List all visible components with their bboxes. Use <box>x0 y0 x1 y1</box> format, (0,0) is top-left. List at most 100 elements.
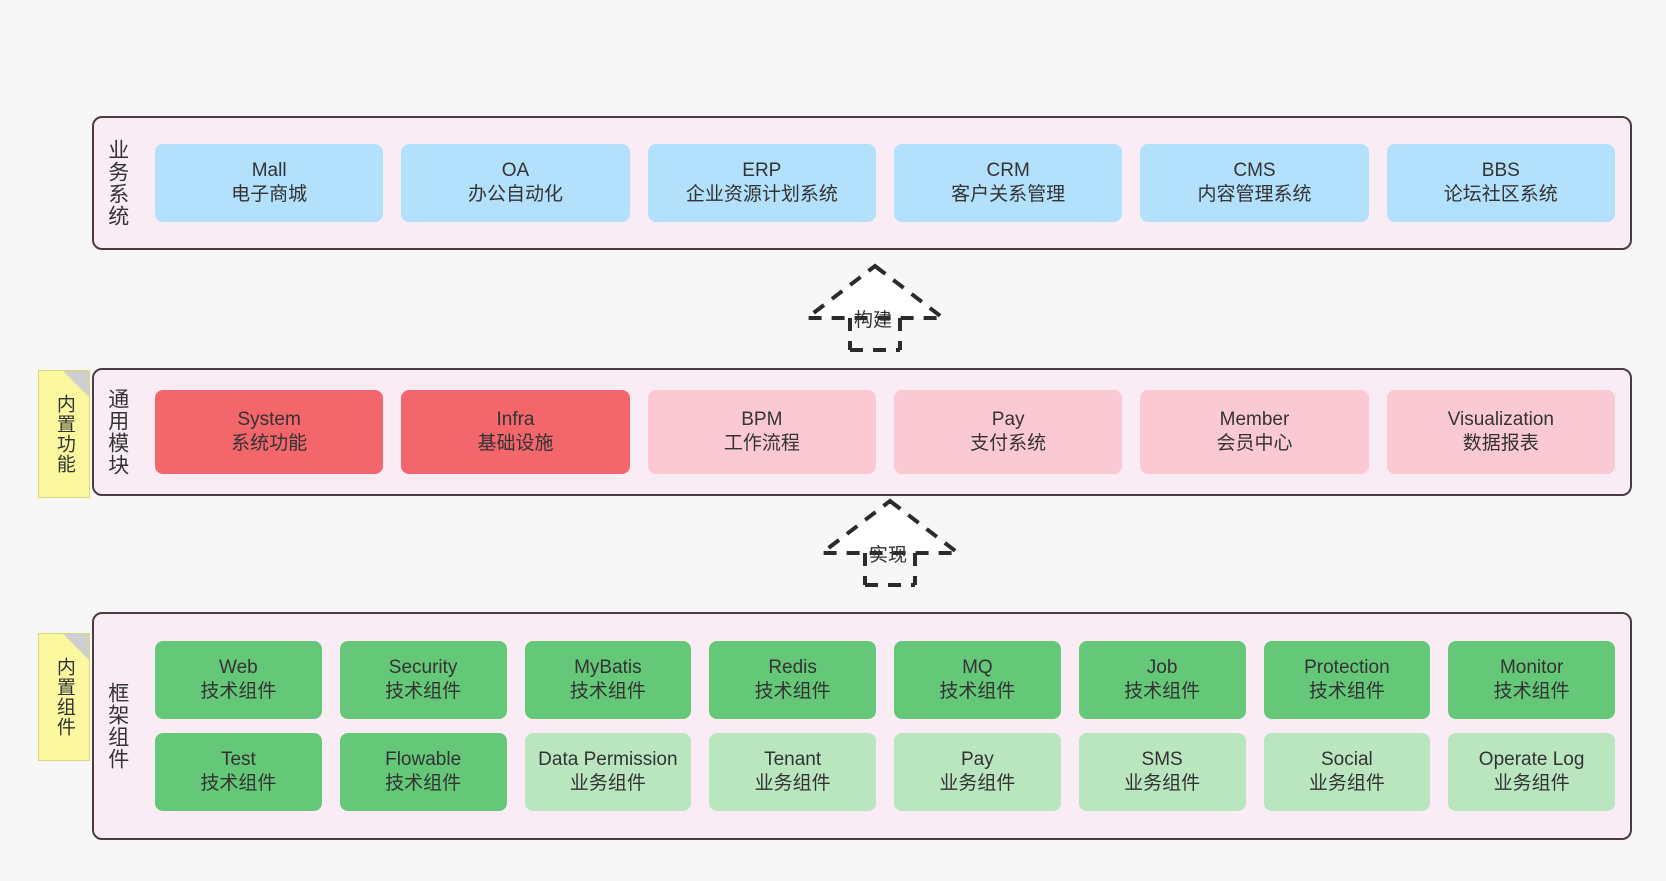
node-title: Social <box>1321 749 1373 771</box>
node-subtitle: 业务组件 <box>939 773 1016 794</box>
node-subtitle: 业务组件 <box>754 773 831 794</box>
node-monitor[interactable]: Monitor 技术组件 <box>1448 641 1615 719</box>
node-member[interactable]: Member 会员中心 <box>1140 390 1369 474</box>
node-infra[interactable]: Infra 基础设施 <box>401 390 630 474</box>
connector-implement-label: 实现 <box>869 545 908 566</box>
node-security[interactable]: Security 技术组件 <box>339 641 507 719</box>
node-title: Job <box>1146 657 1178 679</box>
node-title: Visualization <box>1447 409 1554 431</box>
node-test[interactable]: Test 技术组件 <box>155 733 322 811</box>
node-mq[interactable]: MQ 技术组件 <box>894 641 1061 719</box>
note-builtin-features: 内置功能 <box>38 370 90 498</box>
layer-body-business-systems: Mall 电子商城 OA 办公自动化 ERP 企业资源计划系统 CRM 客户关系… <box>140 118 1630 248</box>
node-title: Flowable <box>385 749 462 771</box>
node-oa[interactable]: OA 办公自动化 <box>401 144 630 222</box>
node-subtitle: 技术组件 <box>939 681 1016 702</box>
node-subtitle: 技术组件 <box>200 773 277 794</box>
node-title: SMS <box>1141 749 1183 771</box>
node-erp[interactable]: ERP 企业资源计划系统 <box>647 144 876 222</box>
note-builtin-components: 内置组件 <box>38 633 90 761</box>
node-protection[interactable]: Protection 技术组件 <box>1263 641 1431 719</box>
node-title: CMS <box>1233 160 1276 182</box>
node-title: Protection <box>1304 657 1390 679</box>
node-title: Pay <box>991 409 1025 431</box>
node-title: MQ <box>962 657 993 679</box>
node-redis[interactable]: Redis 技术组件 <box>709 641 876 719</box>
note-fold-corner-icon <box>63 634 89 660</box>
node-social[interactable]: Social 业务组件 <box>1263 733 1431 811</box>
node-title: Test <box>220 749 256 771</box>
node-subtitle: 会员中心 <box>1216 433 1293 454</box>
node-job[interactable]: Job 技术组件 <box>1078 641 1246 719</box>
node-operate-log[interactable]: Operate Log 业务组件 <box>1448 733 1615 811</box>
node-title: Data Permission <box>538 749 678 771</box>
node-subtitle: 业务组件 <box>569 773 646 794</box>
node-subtitle: 技术组件 <box>1124 681 1201 702</box>
node-title: Redis <box>768 657 817 679</box>
node-subtitle: 基础设施 <box>477 433 554 454</box>
node-flowable[interactable]: Flowable 技术组件 <box>339 733 507 811</box>
node-subtitle: 支付系统 <box>970 433 1047 454</box>
node-subtitle: 客户关系管理 <box>951 184 1066 205</box>
node-title: BBS <box>1481 160 1520 182</box>
arrowhead-triangle <box>816 498 964 555</box>
node-title: ERP <box>742 160 782 182</box>
layer-title-business-systems: 业务系统 <box>105 139 129 227</box>
node-title: Monitor <box>1499 657 1564 679</box>
node-subtitle: 系统功能 <box>231 433 308 454</box>
layer-body-common-modules: System 系统功能 Infra 基础设施 BPM 工作流程 Pay 支付系统… <box>140 370 1630 494</box>
node-subtitle: 数据报表 <box>1462 433 1539 454</box>
node-pay-module[interactable]: Pay 支付系统 <box>893 390 1123 474</box>
node-bpm[interactable]: BPM 工作流程 <box>647 390 876 474</box>
layer-body-framework-components: Web 技术组件 Security 技术组件 MyBatis 技术组件 Redi… <box>140 614 1630 838</box>
node-title: Tenant <box>764 749 822 771</box>
layer-business-systems: 业务系统 Mall 电子商城 OA 办公自动化 ERP 企业资源计划系统 CRM… <box>92 116 1632 250</box>
node-data-permission[interactable]: Data Permission 业务组件 <box>524 733 692 811</box>
node-subtitle: 技术组件 <box>385 681 462 702</box>
node-title: CRM <box>986 160 1030 182</box>
connector-build-label: 构建 <box>854 310 893 331</box>
node-cms[interactable]: CMS 内容管理系统 <box>1140 144 1369 222</box>
layer-common-modules: 通用模块 System 系统功能 Infra 基础设施 BPM 工作流程 Pay… <box>92 368 1632 496</box>
node-title: MyBatis <box>574 657 642 679</box>
node-crm[interactable]: CRM 客户关系管理 <box>893 144 1123 222</box>
node-system[interactable]: System 系统功能 <box>155 390 384 474</box>
node-subtitle: 工作流程 <box>723 433 800 454</box>
layer-title-framework-components: 框架组件 <box>105 682 129 770</box>
node-visualization[interactable]: Visualization 数据报表 <box>1386 390 1615 474</box>
node-subtitle: 论坛社区系统 <box>1443 184 1558 205</box>
node-tenant[interactable]: Tenant 业务组件 <box>709 733 876 811</box>
node-subtitle: 技术组件 <box>569 681 646 702</box>
arrow-shaft <box>863 553 917 587</box>
node-subtitle: 技术组件 <box>1308 681 1385 702</box>
layer-title-common-modules: 通用模块 <box>105 388 129 476</box>
node-mybatis[interactable]: MyBatis 技术组件 <box>524 641 692 719</box>
connector-implement: 实现 <box>815 497 965 587</box>
layer-framework-components: 框架组件 Web 技术组件 Security 技术组件 MyBatis 技术组件… <box>92 612 1632 840</box>
node-subtitle: 业务组件 <box>1308 773 1385 794</box>
node-pay-component[interactable]: Pay 业务组件 <box>894 733 1061 811</box>
framework-row-business: Test 技术组件 Flowable 技术组件 Data Permission … <box>146 733 1624 811</box>
node-web[interactable]: Web 技术组件 <box>155 641 322 719</box>
node-subtitle: 业务组件 <box>1493 773 1570 794</box>
node-mall[interactable]: Mall 电子商城 <box>155 144 384 222</box>
node-title: OA <box>501 160 530 182</box>
node-title: Member <box>1219 409 1290 431</box>
node-subtitle: 电子商城 <box>231 184 308 205</box>
note-fold-corner-icon <box>63 371 89 397</box>
node-title: Security <box>388 657 458 679</box>
node-bbs[interactable]: BBS 论坛社区系统 <box>1386 144 1615 222</box>
node-title: Mall <box>251 160 287 182</box>
node-title: System <box>237 409 301 431</box>
node-subtitle: 企业资源计划系统 <box>685 184 838 205</box>
node-subtitle: 技术组件 <box>385 773 462 794</box>
node-subtitle: 技术组件 <box>1493 681 1570 702</box>
node-title: Web <box>219 657 258 679</box>
node-subtitle: 技术组件 <box>754 681 831 702</box>
node-subtitle: 技术组件 <box>200 681 277 702</box>
node-title: Infra <box>496 409 535 431</box>
node-title: BPM <box>741 409 783 431</box>
node-sms[interactable]: SMS 业务组件 <box>1078 733 1246 811</box>
node-subtitle: 业务组件 <box>1124 773 1201 794</box>
note-label: 内置功能 <box>53 394 75 474</box>
